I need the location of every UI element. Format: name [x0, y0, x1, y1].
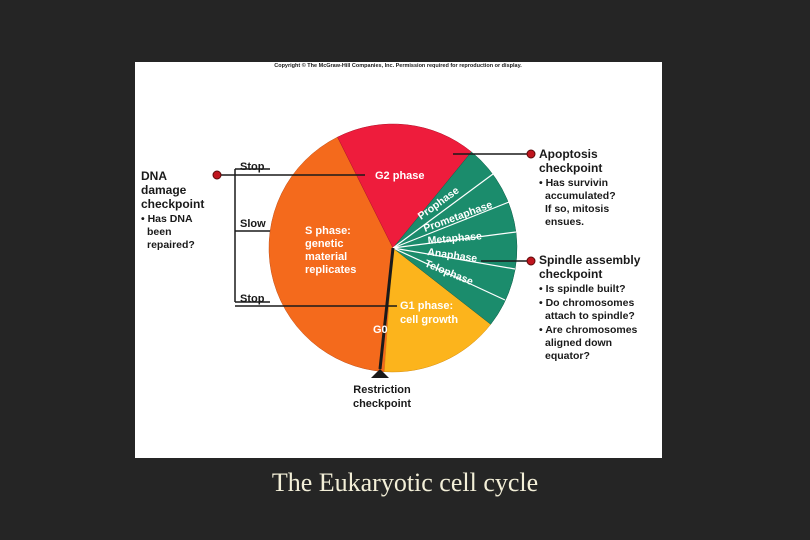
s-phase-label-1: S phase: [305, 225, 351, 237]
dna-checkpoint-bullet-2: been [147, 226, 172, 238]
g0-label: G0 [373, 324, 388, 336]
g1-phase-wedge [384, 247, 492, 373]
metaphase-label: Metaphase [427, 230, 482, 247]
g1-phase-label-2: cell growth [400, 314, 458, 326]
spindle-title-1: Spindle assembly [539, 253, 641, 267]
dna-checkpoint-bullet-3: repaired? [147, 239, 195, 251]
spindle-bullet-1: • Is spindle built? [539, 283, 626, 295]
spindle-bullet-3: attach to spindle? [545, 310, 635, 322]
apoptosis-title-2: checkpoint [539, 161, 602, 175]
s-phase-wedge [268, 136, 394, 372]
g2-phase-label: G2 phase [375, 170, 425, 182]
apoptosis-bullet-4: ensues. [545, 216, 584, 228]
g0-stem [378, 247, 395, 370]
spindle-title-2: checkpoint [539, 267, 602, 281]
g1-phase-label-1: G1 phase: [400, 300, 453, 312]
restriction-title-2: checkpoint [353, 398, 411, 410]
s-phase-label-3: material [305, 251, 347, 263]
mitosis-wedge [392, 151, 518, 325]
stop-label-bottom: Stop [240, 293, 265, 305]
slow-label: Slow [240, 218, 266, 230]
dna-checkpoint-connectors [220, 168, 397, 307]
dna-checkpoint-title-2: damage [141, 183, 187, 197]
apoptosis-title-1: Apoptosis [539, 147, 598, 161]
slide-caption: The Eukaryotic cell cycle [271, 468, 539, 497]
stop-label-top: Stop [240, 161, 265, 173]
dna-checkpoint-bullet-1: • Has DNA [141, 213, 193, 225]
restriction-title-1: Restriction [353, 384, 411, 396]
spindle-assembly-checkpoint: Spindle assembly checkpoint • Is spindle… [539, 253, 641, 362]
s-phase-label-4: replicates [305, 264, 356, 276]
dna-damage-checkpoint: DNA damage checkpoint • Has DNA been rep… [141, 169, 204, 251]
diagram-panel: Copyright © The McGraw-Hill Companies, I… [135, 62, 662, 458]
restriction-triangle [371, 369, 389, 378]
apoptosis-bullet-3: If so, mitosis [545, 203, 609, 215]
spindle-marker [526, 256, 536, 266]
spindle-bullet-5: aligned down [545, 337, 612, 349]
copyright-notice: Copyright © The McGraw-Hill Companies, I… [274, 62, 522, 69]
spindle-bullet-6: equator? [545, 350, 590, 362]
g2-phase-wedge [337, 123, 472, 249]
apoptosis-marker [526, 149, 536, 159]
spindle-bullet-4: • Are chromosomes [539, 324, 638, 336]
apoptosis-bullet-2: accumulated? [545, 190, 616, 202]
apoptosis-bullet-1: • Has survivin [539, 177, 608, 189]
dna-checkpoint-title-3: checkpoint [141, 197, 204, 211]
s-phase-label-2: genetic [305, 238, 344, 250]
apoptosis-checkpoint: Apoptosis checkpoint • Has survivin accu… [539, 147, 616, 228]
dna-checkpoint-title-1: DNA [141, 169, 167, 183]
cell-cycle-diagram: Copyright © The McGraw-Hill Companies, I… [141, 62, 641, 410]
mitosis-dividers [392, 173, 517, 301]
dna-checkpoint-marker [212, 170, 222, 180]
spindle-bullet-2: • Do chromosomes [539, 297, 634, 309]
